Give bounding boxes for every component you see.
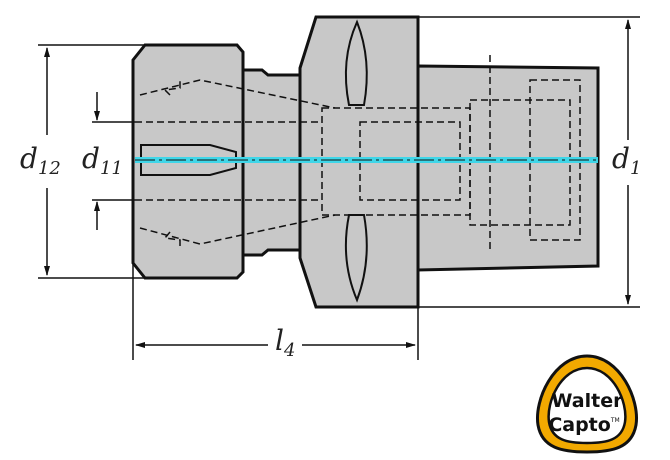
logo-line2: Capto — [548, 414, 611, 436]
walter-capto-logo: Walter CaptoTM — [535, 354, 639, 454]
drive-slot-bottom — [344, 214, 368, 303]
dim-label-d11: d11 — [82, 142, 123, 179]
dim-label-l4: l4 — [275, 324, 295, 361]
logo-tm: TM — [610, 417, 620, 424]
logo-line1: Walter — [552, 390, 624, 412]
taper-shank — [416, 64, 600, 272]
drive-slot-top — [344, 19, 368, 106]
hidden-lines — [135, 55, 581, 250]
logo-inner — [547, 366, 627, 445]
logo-line2-group: CaptoTM — [548, 414, 619, 436]
dim-label-d12: d12 — [20, 142, 61, 179]
dimension-lines — [38, 16, 640, 360]
dim-label-d1: d1 — [612, 142, 641, 179]
